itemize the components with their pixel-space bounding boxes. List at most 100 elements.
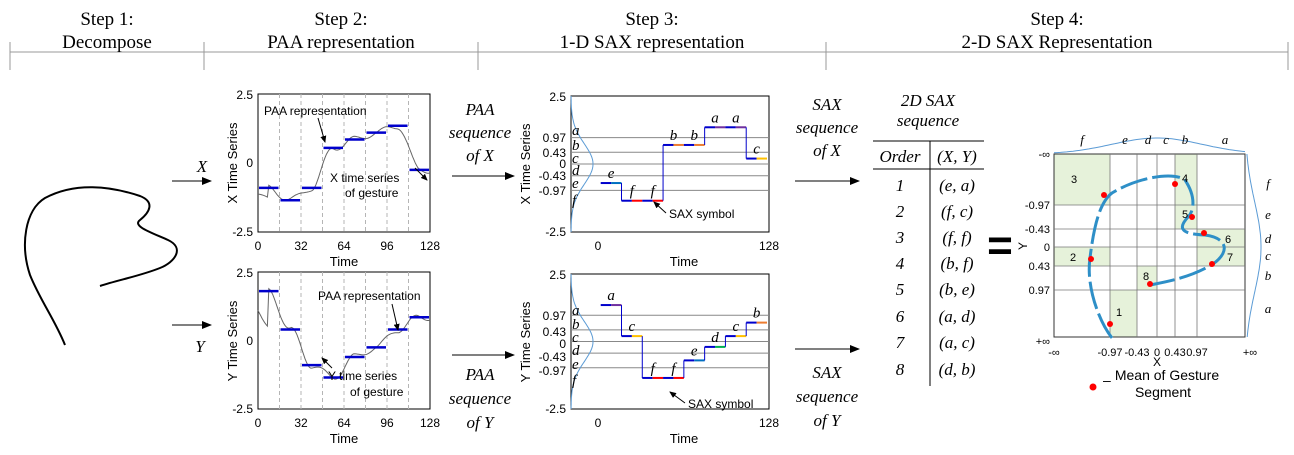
alphabet-letter: b	[572, 138, 580, 154]
x-tick-label: 0	[595, 416, 602, 430]
x-tick-label: 128	[759, 416, 779, 430]
alphabet-letter: f	[572, 373, 578, 389]
y-tick-label: -2.5	[232, 225, 253, 239]
row-order: 2	[896, 202, 905, 221]
alphabet-letter: a	[572, 303, 580, 319]
x-tick-label: 0.43	[1164, 347, 1185, 359]
paa-seq-x-line1: PAA	[465, 100, 496, 119]
legend-marker	[1089, 383, 1097, 391]
y-tick-label: 0.43	[1029, 261, 1050, 273]
series-annotation: of gesture	[350, 385, 404, 399]
gaussian-curve	[570, 274, 594, 409]
y-tick-label: 2.5	[236, 88, 253, 102]
y-tick-label: -2.5	[545, 402, 566, 416]
highlighted-cell	[1110, 290, 1137, 337]
sax-symbol-label: f	[671, 361, 677, 377]
row-order: 3	[895, 228, 905, 247]
segment-means	[1088, 181, 1215, 327]
breakpoint-label: 0	[559, 337, 566, 351]
alphabet-letter: a	[572, 123, 580, 139]
breakpoint-label: 0.43	[543, 146, 567, 160]
sax-symbol-label: b	[753, 306, 761, 322]
segment-mean-marker	[1147, 281, 1153, 287]
paa-sequence-arrows: PAA sequence of X PAA sequence of Y	[449, 100, 515, 432]
series-annotation: of gesture	[345, 186, 399, 200]
x-letter: b	[1182, 132, 1189, 147]
column-header-pair: (X, Y)	[937, 147, 977, 166]
sax-seq-y-line2: sequence	[796, 387, 859, 406]
table-title: sequence	[897, 111, 960, 130]
segment-number: 7	[1227, 252, 1233, 264]
sax-seq-y-line1: SAX	[812, 363, 842, 382]
y-tick-label: -0.97	[1025, 200, 1050, 212]
sax-symbol-label: f	[630, 184, 636, 200]
x-axis-label: Time	[670, 431, 698, 446]
paa-segments	[259, 124, 429, 202]
breakpoint-lines	[571, 314, 769, 369]
sax-symbol-label: e	[691, 343, 698, 359]
y-tick-label: -∞	[1038, 149, 1050, 161]
x-tick-label: 0	[1154, 347, 1160, 359]
row-pair: (f, f)	[942, 228, 972, 247]
alphabet-letter: c	[572, 151, 579, 167]
y-axis-label: X Time Series	[225, 122, 240, 203]
table-row: 3 (f, f)	[895, 228, 972, 247]
breakpoint-lines	[571, 137, 769, 191]
step1-title: Step 1:	[80, 9, 133, 30]
segment-mean-marker	[1088, 256, 1094, 262]
x-letter: a	[1222, 132, 1229, 147]
step2-title: Step 2:	[314, 9, 367, 30]
table-row: 7 (a, c)	[896, 333, 976, 352]
x-tick-label: 128	[420, 239, 440, 253]
y-axis-label: Y Time Series	[225, 300, 240, 381]
sax-symbol-label: a	[607, 288, 615, 304]
breakpoint-label: -0.43	[539, 350, 567, 364]
alphabet-letter: d	[572, 343, 580, 359]
x-tick-label: 128	[759, 239, 779, 253]
row-pair: (d, b)	[939, 360, 976, 379]
legend-dash: –	[1103, 372, 1111, 388]
y-letter: a	[1265, 301, 1272, 316]
paa-seq-x-line2: sequence	[449, 123, 512, 142]
legend: – Mean of Gesture Segment	[1089, 367, 1219, 400]
y-component-label: Y	[195, 337, 206, 356]
y-tick-label: -2.5	[232, 402, 253, 416]
x-tick-label: 32	[294, 239, 308, 253]
series-annotation: Y time series	[328, 369, 397, 383]
segment-mean-marker	[1201, 230, 1207, 236]
step-header: Step 1: Decompose Step 2: PAA representa…	[9, 9, 1289, 70]
alphabet-letter: f	[572, 193, 578, 209]
highlighted-cell	[1197, 229, 1245, 247]
x-tick-label: -0.97	[1097, 347, 1122, 359]
legend-text: Segment	[1135, 384, 1191, 400]
highlighted-cell	[1054, 154, 1110, 205]
table-row: 4 (b, f)	[896, 254, 974, 273]
y-letter: b	[1265, 268, 1272, 283]
y-tick-label: 0	[246, 156, 253, 170]
sax-symbol-label: c	[629, 319, 636, 335]
y-tick-label: 2.5	[236, 266, 253, 280]
y-tick-label: 0.97	[1029, 285, 1050, 297]
x-letter: d	[1145, 132, 1152, 147]
x-letter: f	[1080, 132, 1086, 147]
segment-number: 5	[1182, 209, 1188, 221]
sax-symbol-label: b	[690, 128, 698, 144]
highlighted-cells	[1054, 154, 1245, 337]
segment-number: 2	[1070, 252, 1076, 264]
sax-seq-x-line2: sequence	[796, 118, 859, 137]
segment-number: 6	[1225, 234, 1231, 246]
legend-text: Mean of Gesture	[1115, 367, 1219, 383]
sax-seq-x-line1: SAX	[812, 95, 842, 114]
x-letter: e	[1122, 132, 1128, 147]
x-tick-label: 0	[255, 416, 262, 430]
paa-seq-y-line1: PAA	[465, 365, 496, 384]
gaussian-curve	[570, 96, 594, 232]
row-order: 6	[896, 307, 905, 326]
paa-seq-y-line2: sequence	[449, 389, 512, 408]
paa-seq-y-line3: of Y	[467, 413, 495, 432]
x-tick-label: 0	[255, 239, 262, 253]
row-pair: (a, d)	[939, 307, 976, 326]
paa-annotation: PAA representation	[264, 104, 367, 118]
